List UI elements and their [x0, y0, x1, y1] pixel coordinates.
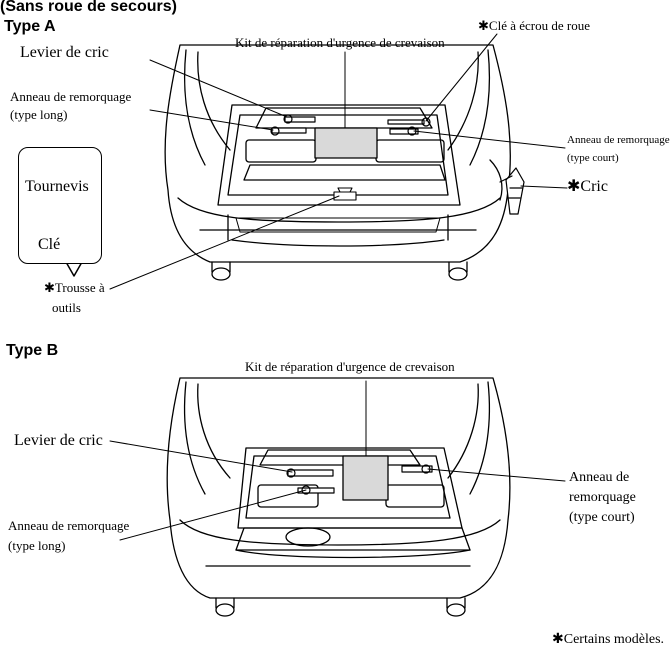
type-a-anneau-court-label-1: Anneau de remorquage	[567, 134, 670, 146]
type-b-towing-eye-long	[297, 485, 335, 495]
type-a-cle-ecrou-label: ✱Clé à écrou de roue	[478, 18, 590, 33]
type-a-towing-eye-long	[270, 126, 307, 136]
tool-callout-bubble	[18, 147, 102, 264]
type-a-kit-label: Kit de réparation d'urgence de crevaison	[235, 35, 445, 50]
type-b-heading: Type B	[6, 342, 59, 359]
cle-label: Clé	[38, 236, 61, 253]
type-b-levier-cric-label: Levier de cric	[14, 432, 103, 449]
type-a-anneau-court-label-2: (type court)	[567, 152, 619, 164]
type-b-car-illustration	[166, 377, 511, 617]
type-a-levier-cric-label: Levier de cric	[20, 44, 109, 61]
tournevis-label: Tournevis	[25, 178, 89, 195]
type-b-anneau-long-label-1: Anneau de remorquage	[8, 518, 130, 533]
type-a-car-illustration	[164, 44, 511, 281]
footnote: ✱Certains modèles.	[552, 632, 665, 647]
type-b-kit-box	[342, 455, 389, 501]
trousse-label-1: ✱Trousse à	[44, 280, 105, 295]
type-a-anneau-long-label-1: Anneau de remorquage	[10, 89, 132, 104]
type-a-kit-box	[314, 127, 378, 159]
type-a-jack	[499, 167, 525, 215]
type-a-wrench	[387, 117, 431, 127]
type-a-jack-lever	[283, 114, 316, 124]
type-a-heading: Type A	[4, 18, 56, 35]
type-b-anneau-court-label-2: remorquage	[569, 490, 636, 505]
type-b-kit-label: Kit de réparation d'urgence de crevaison	[245, 359, 455, 374]
type-a-anneau-long-label-2: (type long)	[10, 107, 68, 122]
type-b-jack-lever	[286, 468, 334, 478]
trousse-label-2: outils	[52, 300, 81, 315]
section-title: (Sans roue de secours)	[0, 0, 177, 15]
type-b-anneau-long-label-2: (type long)	[8, 538, 66, 553]
type-b-anneau-court-label-3: (type court)	[569, 510, 635, 525]
type-a-cric-label: ✱Cric	[567, 178, 608, 195]
type-a-tool-bag	[333, 187, 357, 201]
type-b-anneau-court-label-1: Anneau de	[569, 470, 630, 485]
